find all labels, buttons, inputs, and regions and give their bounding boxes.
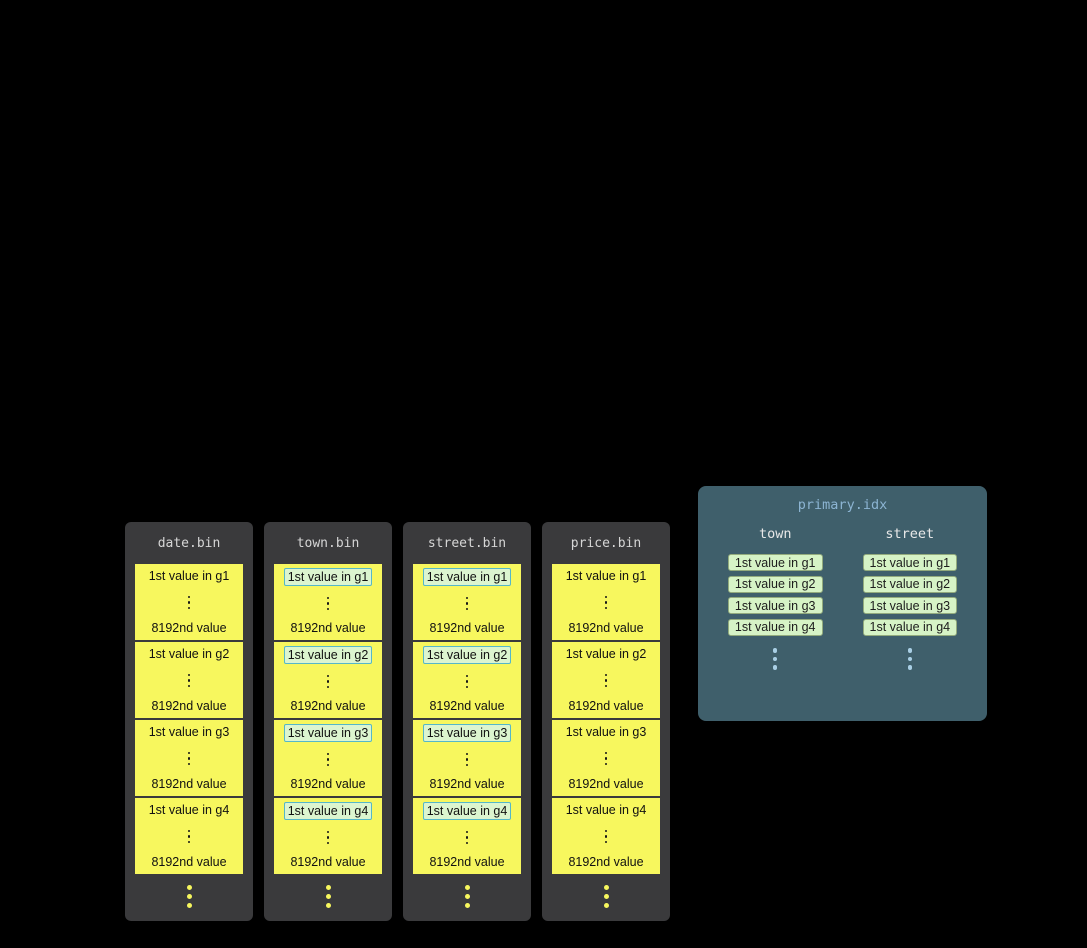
bin-column-street: street.bin 1st value in g1 8192nd value … [403, 522, 531, 921]
bin-column-town: town.bin 1st value in g1 8192nd value 1s… [264, 522, 392, 921]
ellipsis-icon [604, 672, 608, 689]
ellipsis-icon [326, 595, 330, 612]
ellipsis-icon [326, 751, 330, 768]
granule-last-value: 8192nd value [429, 855, 505, 869]
granule-last-value: 8192nd value [151, 699, 227, 713]
ellipsis-icon [187, 828, 191, 845]
granule-last-value: 8192nd value [568, 777, 644, 791]
ellipsis-icon [604, 828, 608, 845]
granule: 1st value in g2 8192nd value [552, 642, 660, 718]
ellipsis-icon [604, 750, 608, 767]
more-entries-dots-icon [907, 646, 913, 672]
index-entry: 1st value in g2 [862, 575, 958, 593]
granule-first-value: 1st value in g3 [148, 725, 230, 739]
bin-title: town.bin [296, 535, 360, 551]
index-entry: 1st value in g4 [862, 618, 958, 636]
bin-title: price.bin [570, 535, 642, 551]
granule-first-value: 1st value in g4 [565, 803, 647, 817]
granule-first-value: 1st value in g2 [422, 646, 512, 664]
granule-last-value: 8192nd value [151, 855, 227, 869]
granule-last-value: 8192nd value [429, 699, 505, 713]
granule-first-value: 1st value in g1 [565, 569, 647, 583]
granule: 1st value in g3 8192nd value [274, 720, 382, 796]
granule-last-value: 8192nd value [290, 855, 366, 869]
granule: 1st value in g3 8192nd value [135, 720, 243, 796]
more-granules-dots-icon [125, 883, 253, 910]
ellipsis-icon [187, 750, 191, 767]
ellipsis-icon [465, 595, 469, 612]
granule-last-value: 8192nd value [429, 621, 505, 635]
granule-first-value: 1st value in g4 [422, 802, 512, 820]
index-entry: 1st value in g2 [727, 575, 823, 593]
granule: 1st value in g4 8192nd value [274, 798, 382, 874]
index-entry: 1st value in g4 [727, 618, 823, 636]
granule-last-value: 8192nd value [568, 855, 644, 869]
bin-title: date.bin [157, 535, 221, 551]
granule: 1st value in g1 8192nd value [552, 564, 660, 640]
index-column-street: street 1st value in g1 1st value in g2 1… [862, 526, 958, 672]
ellipsis-icon [187, 672, 191, 689]
granule-first-value: 1st value in g2 [283, 646, 373, 664]
granule-first-value: 1st value in g4 [283, 802, 373, 820]
ellipsis-icon [465, 673, 469, 690]
more-granules-dots-icon [542, 883, 670, 910]
granule-last-value: 8192nd value [290, 699, 366, 713]
granule: 1st value in g3 8192nd value [552, 720, 660, 796]
ellipsis-icon [465, 829, 469, 846]
bin-column-date: date.bin 1st value in g1 8192nd value 1s… [125, 522, 253, 921]
granule-last-value: 8192nd value [290, 777, 366, 791]
granule: 1st value in g1 8192nd value [413, 564, 521, 640]
granule: 1st value in g1 8192nd value [135, 564, 243, 640]
granule-last-value: 8192nd value [151, 777, 227, 791]
granule-first-value: 1st value in g2 [565, 647, 647, 661]
more-granules-dots-icon [264, 883, 392, 910]
index-column-town: town 1st value in g1 1st value in g2 1st… [727, 526, 823, 672]
granule-last-value: 8192nd value [568, 621, 644, 635]
granule-first-value: 1st value in g3 [283, 724, 373, 742]
index-entry: 1st value in g1 [727, 554, 823, 571]
panel-title: primary.idx [797, 497, 888, 513]
granule-last-value: 8192nd value [151, 621, 227, 635]
granule: 1st value in g4 8192nd value [413, 798, 521, 874]
granule-first-value: 1st value in g1 [148, 569, 230, 583]
ellipsis-icon [465, 751, 469, 768]
granule-last-value: 8192nd value [290, 621, 366, 635]
index-entry: 1st value in g1 [862, 554, 958, 571]
ellipsis-icon [604, 594, 608, 611]
granule: 1st value in g2 8192nd value [413, 642, 521, 718]
granule-last-value: 8192nd value [568, 699, 644, 713]
granule: 1st value in g4 8192nd value [135, 798, 243, 874]
granule-first-value: 1st value in g2 [148, 647, 230, 661]
index-column-header: town [758, 526, 792, 542]
ellipsis-icon [326, 673, 330, 690]
bin-column-price: price.bin 1st value in g1 8192nd value 1… [542, 522, 670, 921]
granule: 1st value in g2 8192nd value [274, 642, 382, 718]
granule-last-value: 8192nd value [429, 777, 505, 791]
granule-first-value: 1st value in g4 [148, 803, 230, 817]
more-entries-dots-icon [772, 646, 778, 672]
granule-first-value: 1st value in g3 [422, 724, 512, 742]
index-columns: town 1st value in g1 1st value in g2 1st… [698, 526, 987, 672]
more-granules-dots-icon [403, 883, 531, 910]
bin-title: street.bin [427, 535, 507, 551]
granule: 1st value in g2 8192nd value [135, 642, 243, 718]
granule-first-value: 1st value in g3 [565, 725, 647, 739]
granule: 1st value in g1 8192nd value [274, 564, 382, 640]
primary-index-panel: primary.idx town 1st value in g1 1st val… [698, 486, 987, 721]
index-entry: 1st value in g3 [862, 597, 958, 614]
granule: 1st value in g3 8192nd value [413, 720, 521, 796]
granule-first-value: 1st value in g1 [283, 568, 373, 586]
ellipsis-icon [187, 594, 191, 611]
index-entry: 1st value in g3 [727, 597, 823, 614]
index-column-header: street [885, 526, 935, 542]
granule-first-value: 1st value in g1 [422, 568, 512, 586]
ellipsis-icon [326, 829, 330, 846]
granule: 1st value in g4 8192nd value [552, 798, 660, 874]
